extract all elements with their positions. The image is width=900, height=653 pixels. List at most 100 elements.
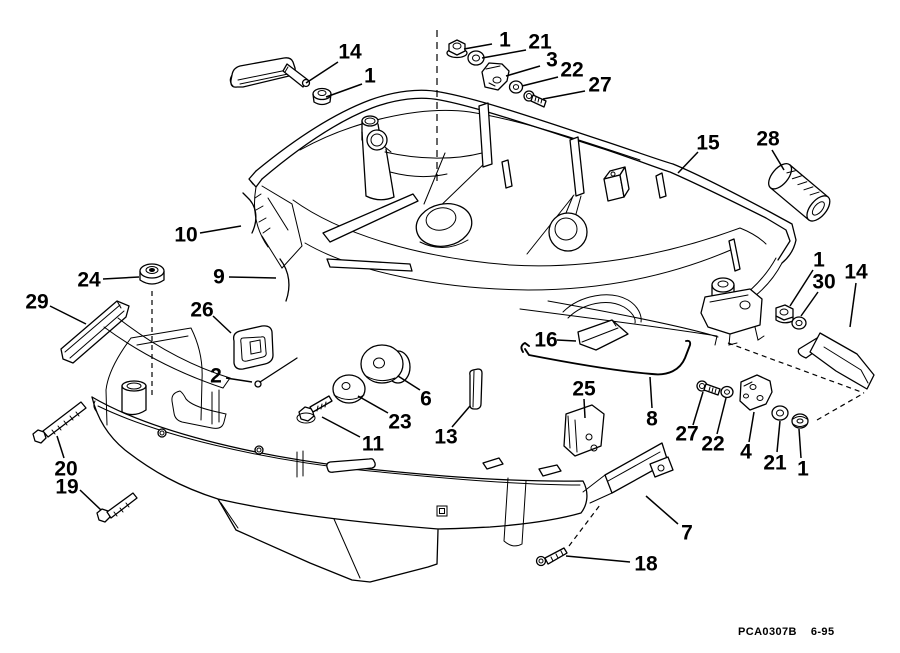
co-pilot-bracket [700, 238, 765, 346]
strip-13 [469, 368, 483, 410]
nut-1-right [775, 304, 794, 324]
callout-leader-26-13 [212, 315, 232, 334]
callout-label-23-17: 23 [388, 411, 411, 434]
latch-4 [739, 374, 773, 411]
callout-leader-6-16 [397, 375, 421, 391]
callout-label-26-13: 26 [190, 299, 213, 322]
bolt-19 [96, 492, 138, 523]
callout-leader-27-6 [542, 90, 586, 100]
callout-leader-14-0 [305, 61, 339, 84]
callout-leader-1-29 [798, 428, 802, 459]
callout-leader-3-4 [505, 65, 541, 77]
callout-leader-22-26 [716, 397, 727, 435]
drawing-revision-text: 6-95 [810, 626, 835, 638]
callout-leader-13-19 [451, 405, 471, 428]
callout-leader-24-10 [102, 276, 140, 280]
strip-29 [60, 300, 130, 364]
callout-label-25-21: 25 [572, 378, 596, 401]
callout-label-30-23: 30 [812, 271, 835, 294]
washer-22-lower [720, 385, 734, 399]
callout-leader-25-21 [583, 398, 586, 419]
callout-label-22-5: 22 [560, 59, 583, 82]
latch-bezel-26 [232, 325, 274, 370]
callout-leader-16-15 [556, 339, 577, 342]
callout-leader-2-14 [225, 377, 253, 383]
callout-leader-20-30 [56, 435, 65, 459]
washer-21-top [467, 50, 485, 66]
callout-label-14-24: 14 [844, 261, 868, 284]
callout-label-29-12: 29 [25, 291, 48, 314]
callout-label-15-7: 15 [696, 132, 720, 155]
washer-22-top [508, 80, 524, 94]
callout-leader-9-11 [228, 276, 277, 279]
callout-label-1-2: 1 [499, 29, 511, 52]
lower-cowl-front [91, 396, 588, 583]
wedge-16 [577, 319, 629, 351]
nut-1-lower [791, 413, 809, 429]
rim-tab [501, 159, 513, 189]
callout-leader-23-17 [357, 395, 389, 414]
callout-label-1-1: 1 [364, 65, 376, 88]
link-rod-8 [520, 339, 692, 376]
callout-label-2-14: 2 [210, 365, 222, 388]
callout-label-20-30: 20 [54, 458, 77, 481]
steering-tube-boss [415, 202, 473, 248]
rim-tab [655, 172, 667, 199]
washer-23 [332, 374, 366, 404]
extension-plate-7 [582, 442, 674, 504]
callout-label-8-20: 8 [646, 408, 658, 431]
pan-block [603, 166, 630, 202]
grommet-24 [139, 263, 165, 285]
callout-label-21-28: 21 [763, 452, 787, 475]
roller-28 [768, 163, 831, 222]
seal-strip-10 [242, 192, 257, 234]
bracket-3 [481, 62, 510, 91]
callout-leader-11-18 [321, 416, 361, 438]
callout-leader-27-25 [692, 391, 704, 426]
callout-label-24-10: 24 [77, 269, 101, 292]
washer-30 [791, 316, 807, 330]
callout-label-4-27: 4 [740, 441, 752, 464]
seal-strip-9 [279, 258, 290, 302]
callout-leader-1-2 [463, 43, 493, 50]
callout-label-22-26: 22 [701, 433, 724, 456]
callout-label-28-8: 28 [756, 128, 780, 151]
callout-label-1-22: 1 [813, 249, 825, 272]
cowl-skeg [217, 498, 439, 583]
cowl-corner-panel [103, 317, 231, 429]
callout-label-18-33: 18 [634, 553, 658, 576]
callout-label-1-29: 1 [797, 458, 809, 481]
callout-label-27-25: 27 [675, 423, 698, 446]
callout-label-9-11: 9 [213, 266, 225, 289]
callout-leader-30-23 [800, 291, 819, 317]
screw-2 [254, 357, 298, 388]
pan-right-boss [548, 195, 588, 252]
drawing-code-text: PCA0307B [738, 626, 797, 638]
callout-leader-14-24 [849, 282, 857, 328]
callout-label-19-31: 19 [55, 476, 78, 499]
grommet-6 [360, 344, 411, 384]
flange-nut-1-top [446, 39, 468, 59]
callout-leader-22-5 [521, 76, 559, 87]
rim-tab [569, 136, 585, 197]
callout-label-21-3: 21 [528, 31, 552, 54]
bolt-27-top [523, 90, 547, 108]
callout-leader-8-20 [649, 376, 653, 409]
latch-install-dashed [727, 342, 865, 421]
rim-tab [478, 102, 493, 168]
callout-leader-4-27 [748, 411, 755, 443]
bracket-25 [563, 404, 605, 457]
callout-label-10-9: 10 [174, 224, 197, 247]
callout-leader-15-7 [677, 151, 699, 174]
callout-leader-28-8 [771, 149, 785, 171]
callout-leader-1-22 [789, 269, 814, 307]
bolt-20 [32, 401, 87, 444]
steering-friction-handle-14 [797, 332, 875, 390]
callout-label-11-18: 11 [362, 433, 385, 456]
callout-label-16-15: 16 [534, 329, 557, 352]
engine-cover-pan [248, 89, 797, 346]
callout-leader-7-32 [645, 495, 679, 525]
screw-18 [535, 547, 568, 567]
callout-leader-1-1 [325, 83, 363, 98]
